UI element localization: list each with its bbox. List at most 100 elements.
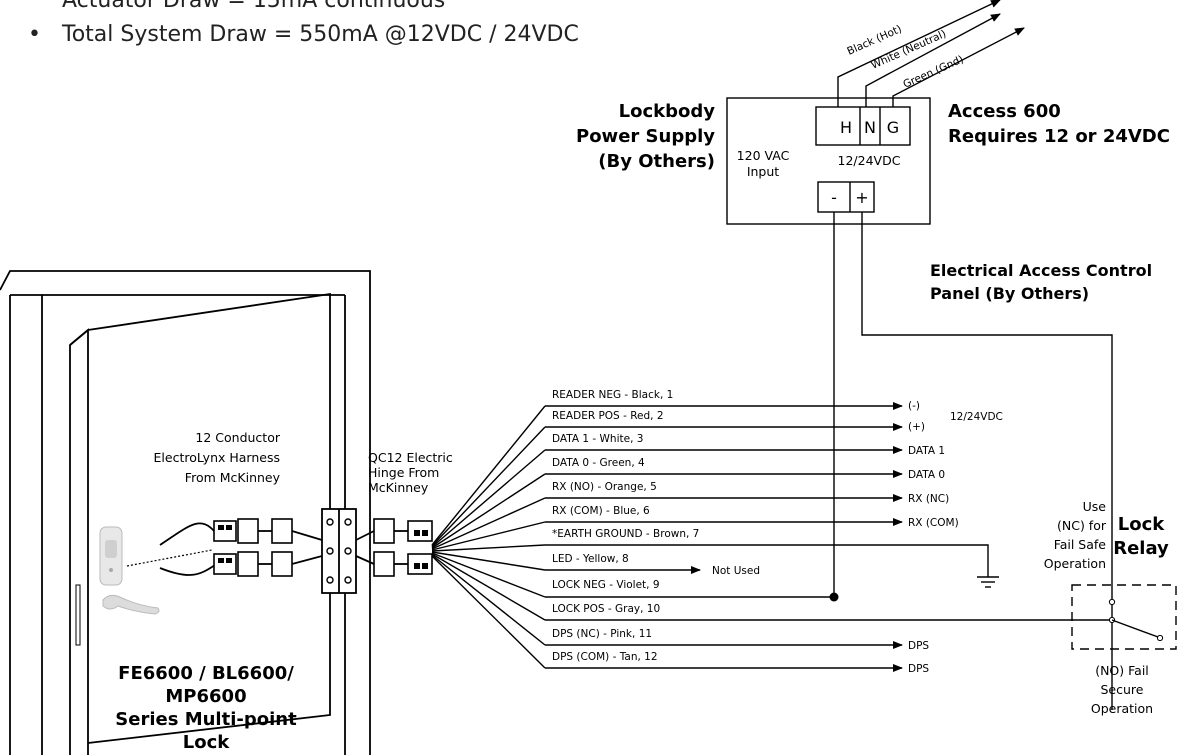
harness-label-line3: From McKinney <box>185 470 281 485</box>
lock-model-line2: MP6600 <box>165 686 246 707</box>
harness-cable <box>159 564 216 576</box>
wire-label-4: DATA 0 - Green, 4 <box>552 457 645 469</box>
connector-housing <box>373 551 395 577</box>
access600-subtitle: Requires 12 or 24VDC <box>948 126 1170 147</box>
dest-dps-com: DPS <box>908 663 929 675</box>
power-supply-box <box>726 97 931 225</box>
relay-no-note-line2: Secure <box>1101 682 1144 697</box>
connector-pin <box>422 563 428 569</box>
lock-trim <box>99 526 213 615</box>
bullet-text: Actuator Draw = 15mA continuous <box>62 0 446 13</box>
lock-model-line4: Lock <box>183 732 231 753</box>
relay-no-note-line1: (NO) Fail <box>1095 663 1149 678</box>
wire-label-7: *EARTH GROUND - Brown, 7 <box>552 528 699 540</box>
control-panel-line2: Panel (By Others) <box>930 284 1089 303</box>
white-neutral-wire <box>865 13 1001 107</box>
harness-dotted-link <box>126 549 213 567</box>
dest-dps-nc: DPS <box>908 640 929 652</box>
ac-terminal-block <box>815 106 911 146</box>
harness-connector-right <box>355 518 433 577</box>
bullet-text: Total System Draw = 550mA @12VDC / 24VDC <box>62 22 579 47</box>
wire-reader-pos <box>431 426 546 547</box>
wire-label-8: LED - Yellow, 8 <box>552 553 629 565</box>
dest-reader-pos: (+) <box>908 421 925 433</box>
terminal-negative-label: - <box>831 188 837 207</box>
wire-label-11: DPS (NC) - Pink, 11 <box>552 628 652 640</box>
relay-title-line1: Lock <box>1118 514 1166 535</box>
relay-nc-note-line2: (NC) for <box>1057 518 1107 533</box>
wire-dps-nc <box>431 554 546 646</box>
control-panel-line1: Electrical Access Control <box>930 261 1152 280</box>
wire-earth-ground <box>545 544 989 577</box>
wire-label-2: READER POS - Red, 2 <box>552 410 664 422</box>
green-gnd-label: Green (Gnd) <box>901 53 965 90</box>
relay-nc-contact <box>1108 598 1116 606</box>
connector-plug <box>213 520 237 542</box>
door-edge <box>69 328 89 755</box>
wire-data0 <box>431 473 546 549</box>
connector-pin <box>226 525 232 530</box>
dest-reader-voltage: 12/24VDC <box>950 411 1003 423</box>
connector-pin <box>414 530 420 536</box>
wire-earth-ground <box>431 544 546 552</box>
relay-switch-arm <box>1111 619 1159 638</box>
reader-window <box>105 540 117 558</box>
fanout-wires <box>431 402 1112 672</box>
relay-nc-note-line1: Use <box>1083 499 1107 514</box>
relay-switch-contact <box>1156 634 1164 642</box>
lock-model-line3: Series Multi-point <box>115 709 297 730</box>
harness-label-line1: 12 Conductor <box>195 430 280 445</box>
reader-led <box>109 568 113 572</box>
electric-hinge-icon <box>321 508 357 594</box>
lock-relay: Lock Relay Use (NC) for Fail Safe Operat… <box>1044 499 1177 716</box>
connector-housing <box>271 518 293 544</box>
power-supply-title-line3: (By Others) <box>598 151 715 172</box>
hinge-label-line3: McKinney <box>368 480 429 495</box>
connector-pin <box>218 558 224 563</box>
wire-lock-neg <box>431 552 546 598</box>
connector-pin <box>226 558 232 563</box>
wire-data1 <box>431 449 546 548</box>
ac-input-wires: Black (Hot) White (Neutral) Green (Gnd) <box>837 0 1025 107</box>
dest-rx-no: RX (NC) <box>908 493 949 505</box>
connector-housing <box>373 518 395 544</box>
wire-lock-pos <box>431 553 546 621</box>
hinge-screw <box>326 518 334 526</box>
wire-labels: READER NEG - Black, 1 READER POS - Red, … <box>552 389 699 663</box>
wire-label-1: READER NEG - Black, 1 <box>552 389 673 401</box>
dest-reader-neg: (-) <box>908 400 920 412</box>
terminal-hot-label: H <box>840 118 852 137</box>
power-supply-title-line2: Power Supply <box>576 126 715 147</box>
connector-housing <box>237 518 259 544</box>
destination-labels: (-) (+) 12/24VDC DATA 1 DATA 0 RX (NC) R… <box>712 400 1003 675</box>
door-frame <box>0 270 371 755</box>
relay-box <box>1071 584 1177 650</box>
connector-plug <box>213 553 237 575</box>
connector-link <box>291 530 323 541</box>
hinge-screw <box>344 576 352 584</box>
hinge-screw <box>344 547 352 555</box>
wire-rx-com <box>431 521 546 551</box>
dest-data0: DATA 0 <box>908 469 945 481</box>
wire-label-5: RX (NO) - Orange, 5 <box>552 481 657 493</box>
dest-led: Not Used <box>712 565 760 577</box>
connector-link <box>291 555 323 565</box>
power-supply-title-line1: Lockbody <box>619 101 716 122</box>
hinge-label-line1: QC12 Electric <box>368 450 453 465</box>
bullet-total-draw: •Total System Draw = 550mA @12VDC / 24VD… <box>28 22 579 47</box>
connector-pin <box>218 525 224 530</box>
terminal-positive-label: + <box>855 188 868 207</box>
frame-inner-left <box>10 294 43 755</box>
input-label-line2: Input <box>747 164 779 179</box>
terminal-ground-label: G <box>887 118 899 137</box>
door-latch-slot <box>75 584 81 646</box>
wire-rx-no <box>431 497 546 550</box>
relay-no-note-line3: Operation <box>1091 701 1153 716</box>
frame-outer <box>0 270 371 755</box>
dc-terminal-block <box>817 181 875 213</box>
bullet-actuator-draw: Actuator Draw = 15mA continuous <box>28 0 445 13</box>
wire-label-6: RX (COM) - Blue, 6 <box>552 505 650 517</box>
hinge-screw <box>344 518 352 526</box>
connector-housing <box>237 551 259 577</box>
